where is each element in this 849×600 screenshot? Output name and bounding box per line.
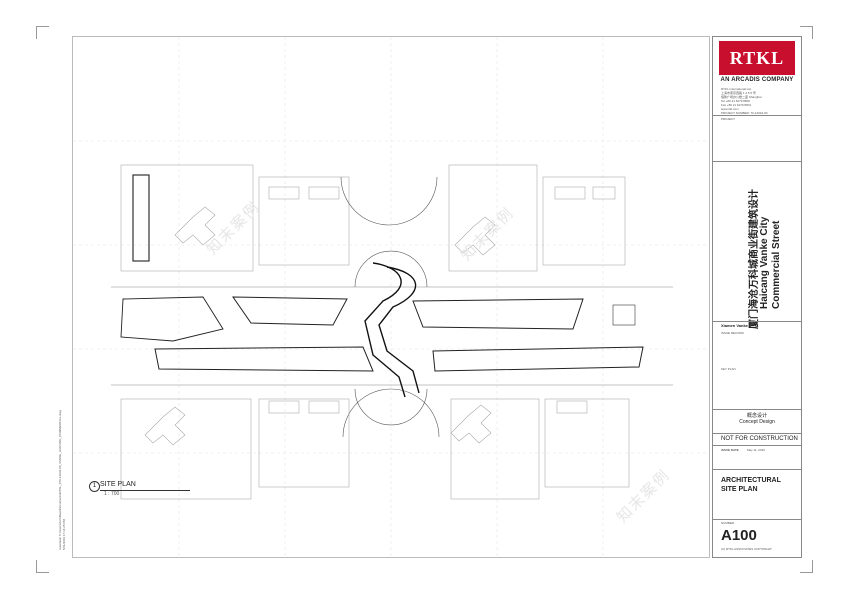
title-block-rule (713, 445, 801, 446)
sheet-number-label: NUMBER (721, 521, 735, 525)
drawing-sheet: 知末案例 知末案例 知末案例 (72, 36, 710, 558)
site-plan-drawing (73, 37, 709, 557)
title-block-rule (713, 115, 801, 116)
drawing-number-bubble: 1 (89, 481, 100, 492)
phase-en: Concept Design (739, 419, 775, 425)
address-line: 恒隆广场办公楼二座 Shanghai (721, 95, 762, 99)
issue-date: May 11, 2010 (747, 448, 765, 452)
drawing-title-rule (100, 490, 190, 491)
title-block-rule (713, 433, 801, 434)
title-block-rule (713, 409, 801, 410)
client-name: Xiamen Vanke (721, 323, 748, 328)
address-line: Fax +86 21 6279 8801 (721, 103, 752, 107)
project-title-en-line2: Commercial Street (771, 220, 782, 309)
copyright-text: (C) RTKL ASSOCIATES COPYRIGHT (721, 547, 772, 551)
sheet-number: A100 (721, 527, 757, 544)
title-block: RTKL AN ARCADIS COMPANY RTKL Internation… (712, 36, 802, 558)
drawing-title: SITE PLAN (100, 481, 136, 488)
file-path-text: Autodesk: C:\Users\ArchBase\Documents\RT… (58, 410, 66, 550)
address-line: PROJECT NUMBER: 70-12034-00 (721, 111, 768, 115)
project-title-cn: 厦门海沧万科城商业街建筑设计 (749, 189, 760, 329)
client-sub: ISSUE RECORD (721, 331, 744, 335)
title-block-rule (713, 519, 801, 520)
title-block-rule (713, 469, 801, 470)
firm-address: RTKL International Ltd. 上海市南京西路 1 2 6 6 … (721, 87, 797, 115)
construction-status: NOT FOR CONSTRUCTION (721, 436, 798, 442)
crop-mark-bottom-left (36, 560, 49, 573)
address-line: 上海市南京西路 1 2 6 6 号 (721, 91, 756, 95)
crop-mark-bottom-right (800, 560, 813, 573)
address-line: www.rtkl.com (721, 107, 739, 111)
phase-cn: 概念设计 (746, 413, 767, 419)
key-plan-label: KEY PLAN (721, 367, 736, 371)
title-block-rule (713, 321, 801, 322)
project-field-label: PROJECT (721, 117, 736, 121)
crop-mark-top-right (800, 26, 813, 39)
crop-mark-top-left (36, 26, 49, 39)
title-block-rule (713, 161, 801, 162)
sheet-title-line1: ARCHITECTURAL (721, 477, 781, 484)
drawing-scale: 1 : 700 (104, 491, 120, 497)
address-line: RTKL International Ltd. (721, 87, 752, 91)
issue-date-label: ISSUE DATE (721, 448, 739, 452)
address-line: Tel +86 21 6279 8800 (721, 99, 750, 103)
sheet-title-line2: SITE PLAN (721, 486, 758, 493)
company-subtitle: AN ARCADIS COMPANY (720, 77, 794, 83)
rtkl-logo: RTKL (719, 41, 795, 75)
project-title-en-line1: Haicang Vanke City (759, 216, 770, 309)
drawing-number: 1 (92, 483, 97, 489)
